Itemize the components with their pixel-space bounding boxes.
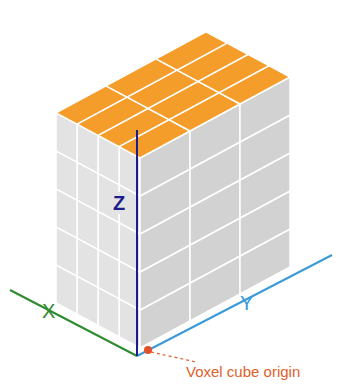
axis-label: Z	[110, 192, 128, 214]
leader-line	[151, 352, 196, 362]
axis-label: X	[42, 300, 55, 322]
callout-label: Voxel cube origin	[186, 364, 300, 381]
voxel-block	[56, 32, 290, 348]
origin-dot	[144, 346, 152, 354]
axis-label: Y	[240, 292, 253, 314]
z-axis	[136, 130, 138, 356]
voxel-top-face	[156, 32, 227, 70]
y-axis	[137, 255, 332, 356]
x-axis	[10, 290, 137, 356]
